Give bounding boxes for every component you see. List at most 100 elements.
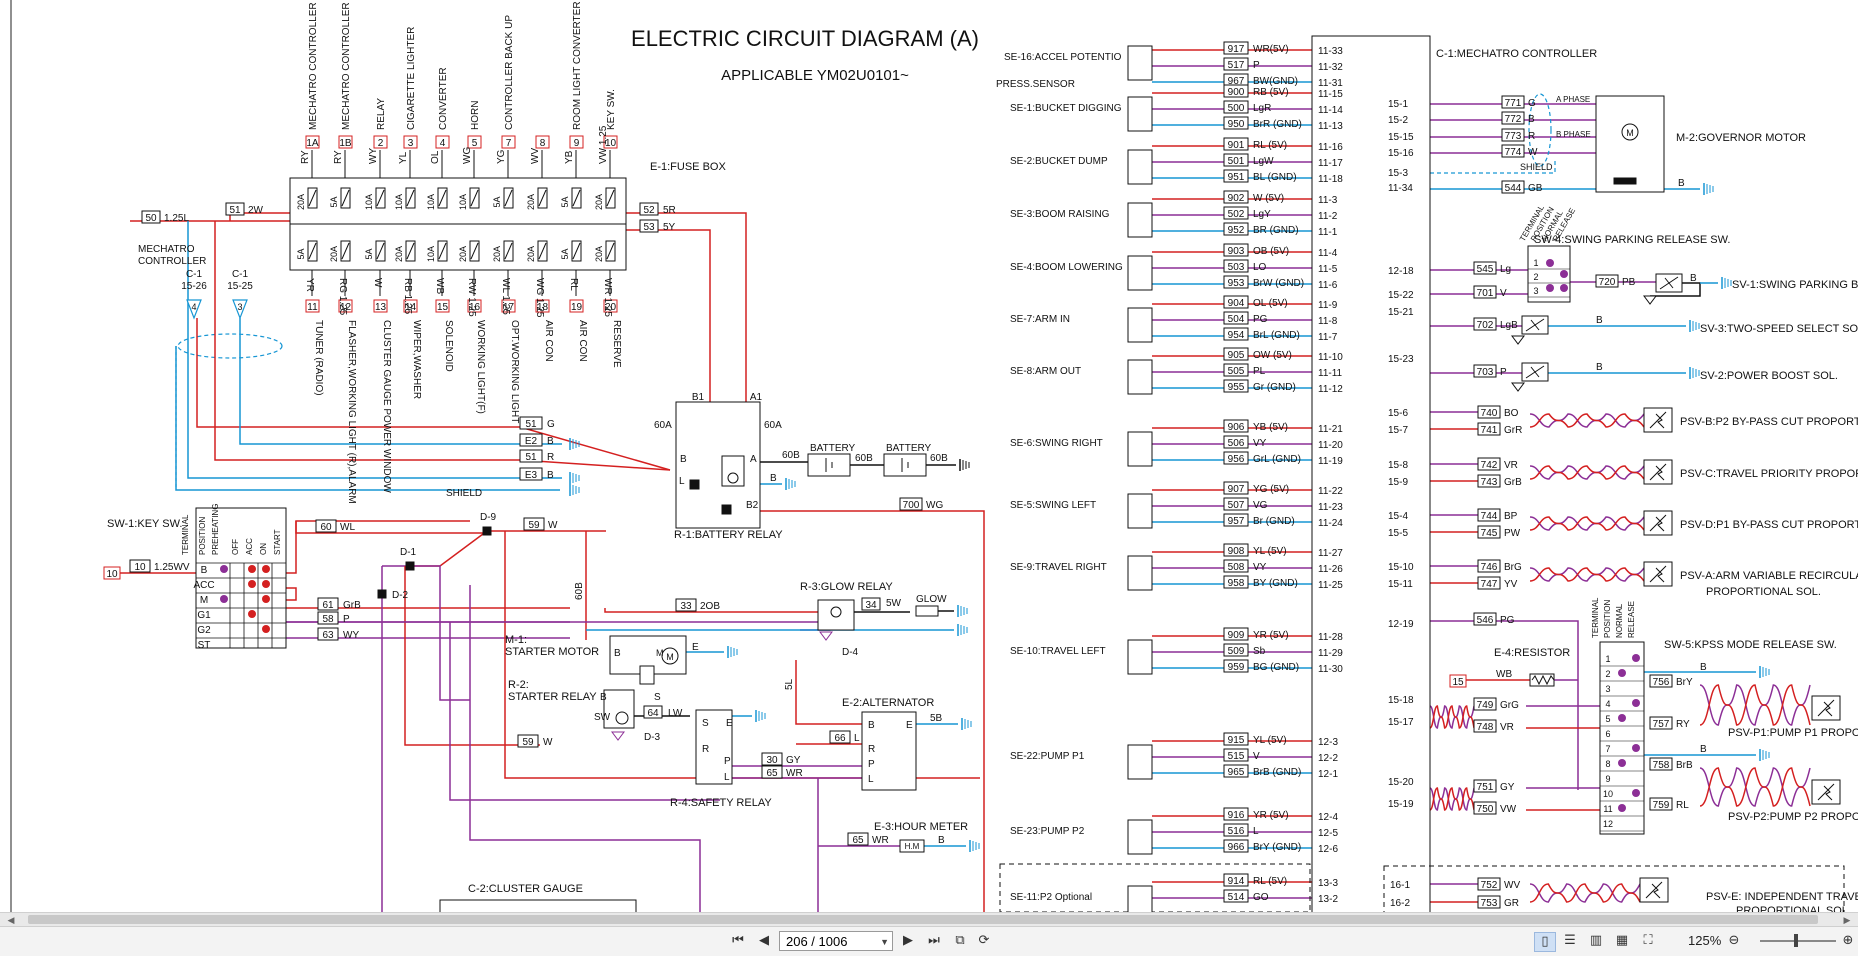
- scroll-left-icon[interactable]: ◀: [7, 915, 15, 925]
- two-page-continuous-icon[interactable]: ▦: [1615, 933, 1629, 948]
- wire-number: 11: [307, 302, 318, 313]
- wire-code: YL (5V): [1253, 546, 1287, 557]
- diode-label: D-3: [644, 732, 661, 743]
- wire-code: Sb: [1253, 646, 1266, 657]
- text-layer: ELECTRIC CIRCUIT DIAGRAM (A)APPLICABLE Y…: [106, 0, 1858, 912]
- wire-number-box: [519, 467, 543, 481]
- fuse-name: CONVERTER: [438, 67, 449, 130]
- pin-number: 15-20: [1388, 777, 1414, 788]
- contact-dot: [1632, 654, 1640, 662]
- starter-motor-label: M-1:: [505, 634, 527, 646]
- label: L: [868, 774, 874, 785]
- wire-number: 1A: [306, 138, 319, 149]
- copy-page-icon[interactable]: ⧉: [955, 933, 965, 948]
- wire-code: L: [1253, 826, 1259, 837]
- wire-number-box: [1477, 508, 1501, 522]
- prev-page-icon[interactable]: ◀: [759, 933, 769, 948]
- twisted-wire: [1429, 705, 1475, 729]
- scroll-right-icon[interactable]: ▶: [1843, 915, 1851, 925]
- pin-number: 11-10: [1318, 352, 1343, 363]
- wire-code: RL (5V): [1253, 140, 1287, 151]
- wire-number: 744: [1481, 511, 1498, 522]
- wire-number: 508: [1228, 562, 1245, 573]
- next-page-icon[interactable]: ▶: [903, 933, 913, 948]
- label: S: [702, 718, 709, 729]
- fuse-amp: 5A: [560, 248, 570, 259]
- pin-number: 11-12: [1318, 384, 1343, 395]
- wire-code: Br (GND): [1253, 516, 1295, 527]
- zoom-out-icon[interactable]: ⊖: [1728, 933, 1740, 948]
- pin-number: 4: [191, 302, 196, 312]
- single-page-view-icon[interactable]: ▯: [1534, 932, 1556, 952]
- sensor-icon: [1127, 431, 1153, 467]
- wire-number: 5: [472, 138, 478, 149]
- wire-number-box: [1223, 190, 1249, 204]
- pin-number: 12-4: [1318, 812, 1338, 823]
- fuse-icon: [376, 189, 385, 207]
- zoom-slider-thumb[interactable]: [1794, 934, 1799, 947]
- connector-label: C-1: [186, 269, 203, 280]
- zoom-in-icon[interactable]: ⊕: [1842, 933, 1854, 948]
- twisted-wire: [1529, 516, 1645, 531]
- wire-33-2ob: [604, 608, 818, 613]
- sensor-label: SE-2:BUCKET DUMP: [1010, 156, 1108, 167]
- wire-number-box: [1223, 295, 1249, 309]
- sensor-label: SE-1:BUCKET DIGGING: [1010, 103, 1122, 114]
- wire-number-box: [1223, 363, 1249, 377]
- scroll-thumb[interactable]: [28, 915, 1818, 924]
- wire-number: 703: [1477, 367, 1494, 378]
- key-switch-header: TERMINAL: [181, 514, 190, 555]
- resistor-icon: [1529, 673, 1555, 687]
- solenoid-icon: [1817, 783, 1835, 801]
- wire-number: 546: [1477, 615, 1494, 626]
- chevron-down-icon[interactable]: ▼: [880, 937, 889, 947]
- fuse-wire: WV: [530, 148, 541, 164]
- wire-number: 753: [1481, 898, 1498, 909]
- continuous-view-icon[interactable]: ☰: [1564, 933, 1576, 948]
- label: WG: [926, 500, 943, 511]
- wire-number-box: [1595, 274, 1619, 288]
- wire-number-box: [829, 730, 851, 744]
- label: E: [692, 642, 699, 653]
- fuse-number-box: [338, 299, 353, 313]
- wire-number-box: [1223, 732, 1249, 746]
- wire-number-box: [1223, 627, 1249, 641]
- rotate-page-icon[interactable]: ⟳: [978, 933, 990, 948]
- starter-relay-body: [615, 711, 629, 725]
- resistor-icon: [1531, 674, 1555, 686]
- label: PW: [1504, 528, 1521, 539]
- wire-number: 515: [1228, 751, 1245, 762]
- label: WR: [786, 768, 803, 779]
- label: P: [1500, 367, 1507, 378]
- fuse-icon: [438, 242, 447, 260]
- sensor-label: SE-5:SWING LEFT: [1010, 500, 1096, 511]
- fit-page-icon[interactable]: ⛶: [1643, 933, 1653, 948]
- fuse-wire: W: [372, 278, 383, 288]
- psv-label: PSV-C:TRAVEL PRIORITY PROPORTIONAL: [1680, 468, 1858, 480]
- wire-number: 503: [1228, 262, 1245, 273]
- fuse-name: OPT.WORKING LIGHT: [509, 320, 520, 423]
- fuse-icon: [470, 242, 479, 260]
- wire-number: 52: [643, 205, 655, 216]
- key-switch-header: START: [273, 529, 282, 555]
- last-page-icon[interactable]: ⏭: [928, 933, 940, 948]
- sensor-label: SE-6:SWING RIGHT: [1010, 438, 1103, 449]
- switch-header: TERMINAL: [1591, 597, 1600, 638]
- twisted-wire: [1529, 567, 1645, 582]
- wire-number-box: [317, 597, 339, 611]
- two-page-view-icon[interactable]: ▥: [1589, 933, 1603, 948]
- horizontal-scrollbar[interactable]: ◀ ▶: [0, 912, 1858, 927]
- wire-5l: [795, 660, 862, 725]
- first-page-icon[interactable]: ⏮: [732, 933, 744, 948]
- pin-number: 11-21: [1318, 424, 1343, 435]
- solenoid-icon: [1649, 565, 1667, 583]
- fuse-icon: [406, 242, 415, 260]
- page-number-input[interactable]: 206 / 1006 ▼: [779, 931, 893, 951]
- diode-icon: [819, 631, 833, 641]
- connector-label: 15-26: [181, 281, 207, 292]
- sensor-label: SE-22:PUMP P1: [1010, 751, 1085, 762]
- wire-number-box: [1223, 116, 1249, 130]
- wire-number: 757: [1653, 719, 1670, 730]
- wire-code: PL: [1253, 366, 1266, 377]
